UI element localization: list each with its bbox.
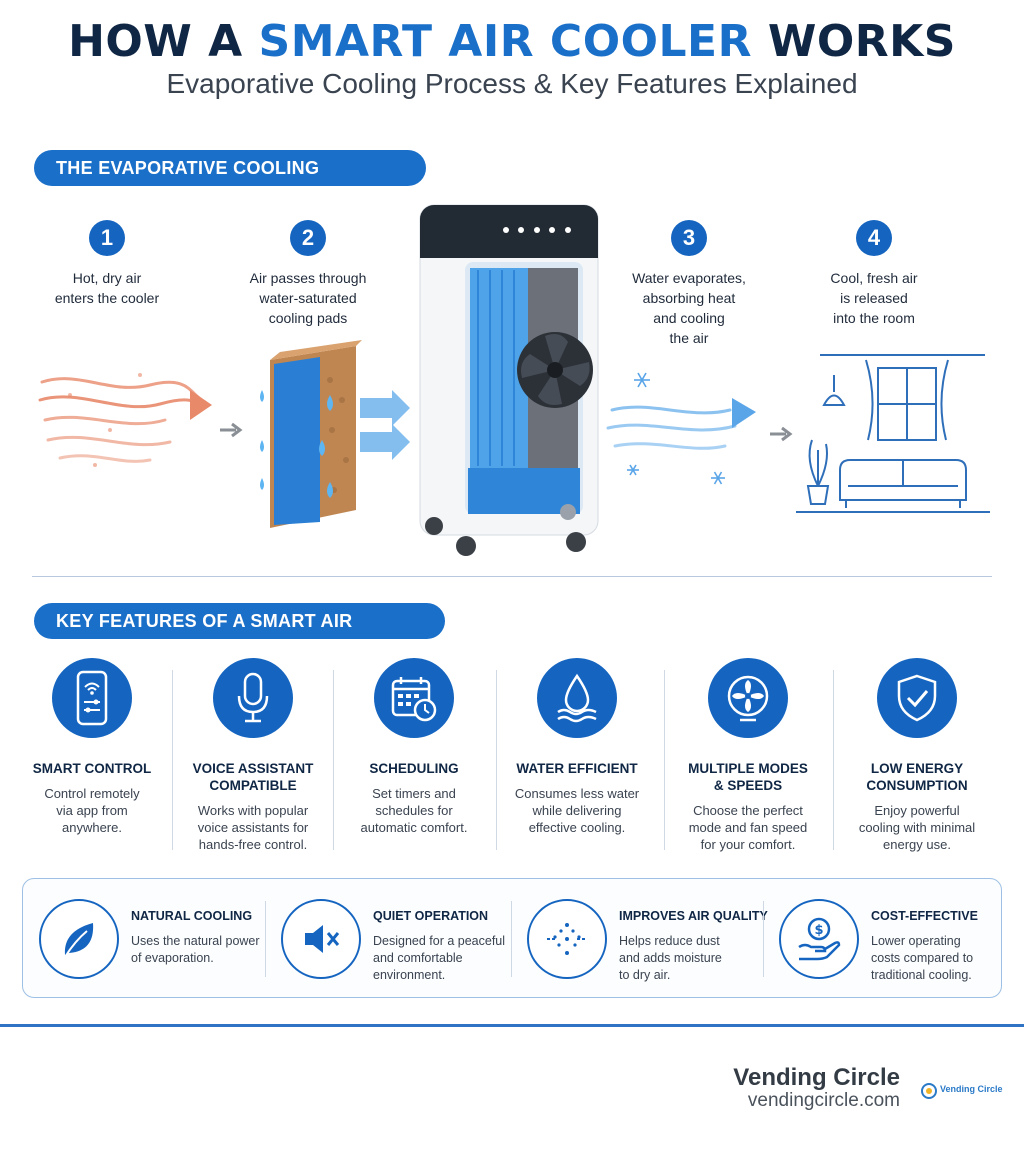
smartphone-icon [52,658,132,738]
page-subtitle: Evaporative Cooling Process & Key Featur… [166,68,858,99]
step-3-number: 3 [671,220,707,256]
step-2-text: Air passes through water-saturated cooli… [249,270,367,326]
benefit-separator [763,901,764,977]
feature-title: SMART CONTROL [32,761,152,776]
feature-desc: Enjoy powerful cooling with minimal ener… [858,803,976,852]
hot-air-dots [68,373,142,467]
step-2-number: 2 [290,220,326,256]
feature-title: LOW ENERGY CONSUMPTION [866,761,968,793]
feature-low-energy: LOW ENERGY CONSUMPTION Enjoy powerful co… [837,658,997,853]
benefit-title: NATURAL COOLING [131,909,253,923]
feature-separator [664,670,665,850]
benefit-quiet-operation: QUIET OPERATION Designed for a peaceful … [281,899,511,983]
process-section-label: THE EVAPORATIVE COOLING PROCESS [34,150,426,214]
step-4-text: Cool, fresh air is released into the roo… [830,270,918,326]
benefit-separator [265,901,266,977]
calendar-clock-icon [374,658,454,738]
feature-title: WATER EFFICIENT [516,761,638,776]
section-divider [32,576,992,577]
benefit-desc: Lower operating costs compared to tradit… [871,934,974,982]
benefit-title: COST-EFFECTIVE [871,909,978,923]
speaker-mute-icon [281,899,361,979]
hot-air-arrowhead [190,390,212,420]
svg-text:$: $ [814,923,823,938]
shield-check-icon [877,658,957,738]
snowflake-icons [627,372,725,485]
brand-logo-icon [921,1083,937,1099]
feature-desc: Choose the perfect mode and fan speed fo… [688,803,808,852]
step-1-number: 1 [89,220,125,256]
title-accent: SMART AIR COOLER [258,16,752,67]
feature-voice-assistant: VOICE ASSISTANT COMPATIBLE Works with po… [173,658,333,853]
feature-scheduling: SCHEDULING Set timers and schedules for … [334,658,494,836]
feature-separator [172,670,173,850]
benefit-desc: Helps reduce dust and adds moisture to d… [619,934,722,982]
fan-icon [708,658,788,738]
feature-desc: Consumes less water while delivering eff… [514,786,640,835]
cool-air-waves [606,405,737,450]
feature-smart-control: SMART CONTROL Control remotely via app f… [12,658,172,836]
benefit-cost-effective: $ COST-EFFECTIVE Lower operating costs c… [779,899,999,983]
footer-divider [0,1024,1024,1027]
process-illustration [38,204,990,556]
small-arrow-2 [770,426,793,442]
hot-air-waves [38,377,207,463]
step-4-number: 4 [856,220,892,256]
feature-separator [833,670,834,850]
features-section-label: KEY FEATURES OF A SMART AIR COOLER [34,603,445,667]
cooling-pad-icon [260,340,362,528]
feature-water-efficient: WATER EFFICIENT Consumes less water whil… [497,658,657,836]
cool-air-arrowhead [732,398,756,428]
microphone-icon [213,658,293,738]
benefit-title: QUIET OPERATION [373,909,489,923]
feature-title: SCHEDULING [369,761,459,776]
benefits-box: NATURAL COOLING Uses the natural power o… [22,878,1002,998]
benefit-air-quality: IMPROVES AIR QUALITY Helps reduce dust a… [527,899,768,983]
air-cooler-device [419,204,599,556]
dollar-hand-icon: $ [779,899,859,979]
page-title: HOW A SMART AIR COOLER WORKS [0,16,1024,67]
benefit-desc: Designed for a peaceful and comfortable … [373,934,506,982]
benefit-title: IMPROVES AIR QUALITY [619,909,768,923]
feature-multiple-modes: MULTIPLE MODES & SPEEDS Choose the perfe… [668,658,828,853]
title-post: WORKS [752,16,956,67]
room-illustration [796,354,990,513]
brand-logo-text: Vending Circle [940,1084,1003,1094]
feature-desc: Set timers and schedules for automatic c… [360,786,468,835]
feature-separator [333,670,334,850]
water-drop-icon [537,658,617,738]
step-3-text: Water evaporates, absorbing heat and coo… [632,270,746,346]
feature-title: VOICE ASSISTANT COMPATIBLE [192,761,314,793]
small-arrow-1 [220,422,243,438]
feature-desc: Works with popular voice assistants for … [197,803,309,852]
feature-separator [496,670,497,850]
step-1-text: Hot, dry air enters the cooler [54,270,160,306]
pad-to-cooler-arrows [360,390,410,460]
brand-url[interactable]: vendingcircle.com [747,1090,900,1111]
title-pre: HOW A [68,16,259,67]
air-particles-icon [527,899,607,979]
leaf-icon [39,899,119,979]
benefit-natural-cooling: NATURAL COOLING Uses the natural power o… [39,899,269,983]
feature-desc: Control remotely via app from anywhere. [44,786,140,835]
brand-name: Vending Circle [733,1064,900,1091]
benefit-desc: Uses the natural power of evaporation. [131,934,260,965]
brand-logo: Vending Circle [920,1080,1010,1104]
feature-title: MULTIPLE MODES & SPEEDS [688,761,808,793]
benefit-separator [511,901,512,977]
